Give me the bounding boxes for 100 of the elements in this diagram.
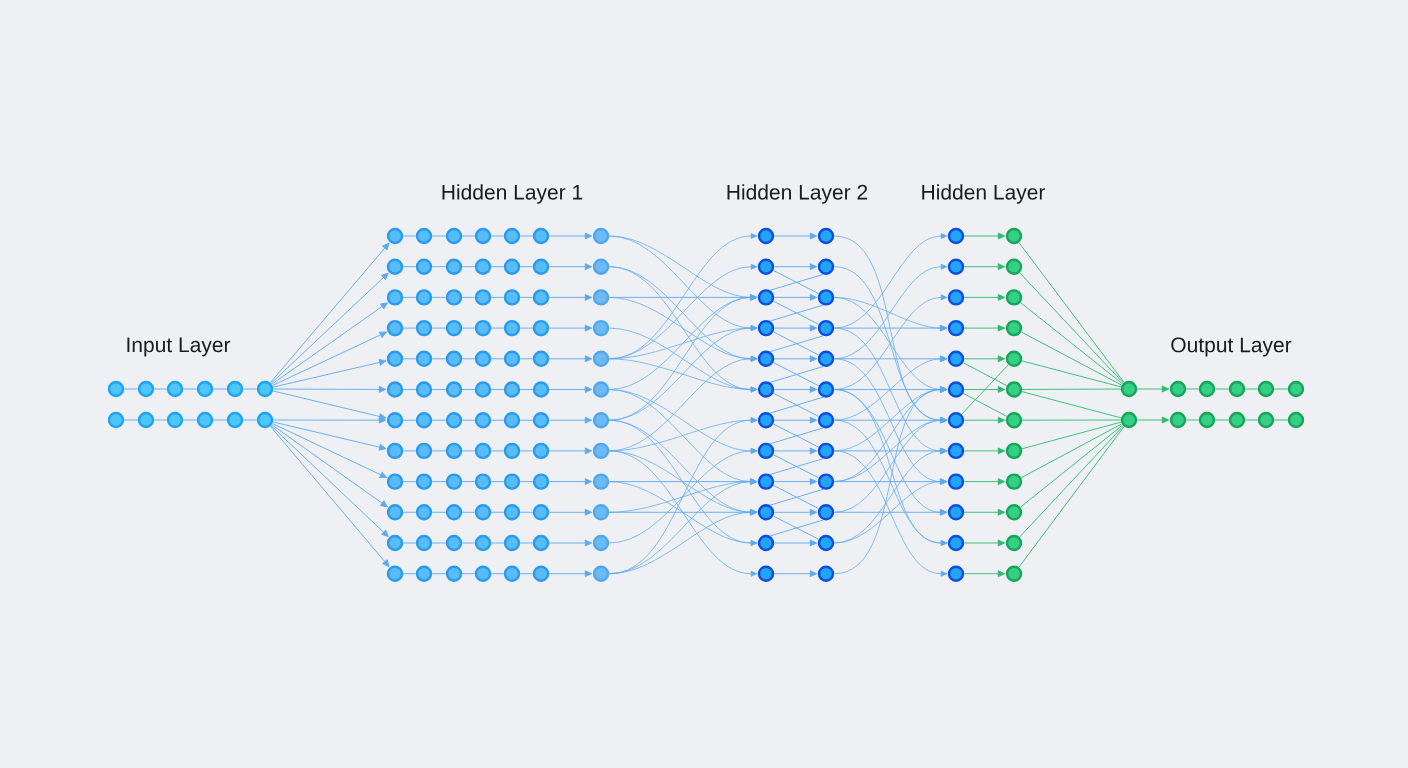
neuron-circle — [757, 473, 775, 490]
connector-line — [1273, 419, 1289, 421]
neuron-circle — [474, 442, 492, 460]
neuron-circle — [1120, 380, 1138, 398]
neuron-circle — [445, 227, 463, 245]
neuron-circle — [757, 412, 775, 429]
neuron-circle — [445, 289, 463, 306]
neuron-circle — [503, 504, 521, 521]
neuron-circle — [1169, 380, 1187, 398]
connector-line — [461, 573, 476, 575]
neuron-circle — [532, 534, 550, 552]
neuron-circle — [415, 350, 433, 367]
neuron-circle — [757, 350, 775, 367]
arrow — [963, 263, 1006, 271]
connector-line — [490, 327, 505, 329]
neuron-circle — [474, 289, 492, 306]
neuron-circle — [503, 565, 521, 582]
neuron-circle — [386, 258, 404, 275]
connector-line — [490, 419, 505, 421]
connector-line — [519, 542, 534, 544]
connector-line — [1185, 388, 1200, 390]
neuron-circle — [386, 227, 404, 245]
neuron-circle — [532, 565, 550, 582]
neuron-circle — [386, 412, 404, 429]
connector-line — [1214, 388, 1230, 390]
neuron-circle — [592, 412, 610, 429]
arrow — [1136, 416, 1170, 424]
connector-line — [153, 388, 168, 390]
neuron-circle — [592, 534, 610, 552]
connector-line — [242, 419, 258, 421]
arrow — [608, 450, 758, 577]
neuron-circle — [445, 565, 463, 582]
connector-line — [1019, 425, 1124, 538]
arrow — [608, 358, 758, 393]
neuron-circle — [386, 350, 404, 367]
neuron-circle — [947, 227, 965, 245]
arrow — [548, 508, 593, 516]
neuron-circle — [757, 565, 775, 582]
neuron-circle — [386, 504, 404, 521]
neuron-circle — [592, 289, 610, 306]
connector-line — [769, 304, 824, 322]
neuron-circle — [817, 319, 835, 337]
neuron-circle — [532, 289, 550, 306]
arrow — [963, 324, 1006, 332]
arrow — [548, 355, 593, 363]
neuron-circle — [415, 381, 433, 398]
neuron-circle — [817, 289, 835, 306]
connector-line — [431, 573, 447, 575]
arrow — [608, 509, 758, 575]
neuron-circle — [503, 412, 521, 429]
neuron-circle — [503, 319, 521, 337]
neuron-circle — [1005, 534, 1023, 552]
connector-line — [461, 542, 476, 544]
neuron-circle — [757, 227, 775, 245]
arrow — [548, 232, 593, 240]
connector-line — [962, 392, 1008, 417]
neuron-circle — [107, 411, 125, 429]
neuron-circle — [474, 381, 492, 398]
neuron-circle — [166, 380, 184, 398]
connector-line — [772, 270, 820, 295]
connector-line — [431, 511, 447, 513]
neuron-circle — [947, 504, 965, 521]
neuron-circle — [817, 258, 835, 275]
arrow — [963, 416, 1006, 424]
neuron-circle — [1120, 411, 1138, 429]
arrow — [272, 416, 387, 424]
neuron-circle — [503, 442, 521, 460]
arrow — [963, 294, 1006, 301]
connector-line — [490, 389, 505, 390]
neuron-circle — [947, 473, 965, 490]
neuron-circle — [947, 350, 965, 367]
arrow — [963, 539, 1006, 547]
connector-line — [431, 266, 447, 268]
arrow — [833, 386, 948, 575]
connector-line — [519, 389, 534, 390]
neuron-circle — [532, 319, 550, 337]
neuron-circle — [1005, 227, 1023, 245]
arrow — [833, 450, 948, 577]
connector-line — [1273, 388, 1289, 390]
arrow — [833, 355, 948, 421]
neuron-circle — [474, 412, 492, 429]
neuron-circle — [592, 473, 610, 490]
neuron-circle — [592, 227, 610, 245]
neuron-circle — [532, 473, 550, 490]
connector-line — [490, 296, 505, 298]
neuron-circle — [817, 227, 835, 245]
connector-line — [182, 419, 198, 421]
neuron-circle — [445, 442, 463, 460]
connector-line — [962, 362, 1008, 387]
arrow — [1136, 385, 1170, 393]
connector-line — [519, 573, 534, 575]
arrow — [963, 508, 1006, 516]
arrow — [269, 425, 390, 568]
neuron-circle — [532, 227, 550, 245]
arrow — [270, 272, 389, 384]
connector-line — [1020, 331, 1123, 386]
arrow — [963, 447, 1006, 455]
connector-line — [1214, 419, 1230, 421]
neuron-circle — [592, 504, 610, 521]
neuron-circle — [474, 565, 492, 582]
